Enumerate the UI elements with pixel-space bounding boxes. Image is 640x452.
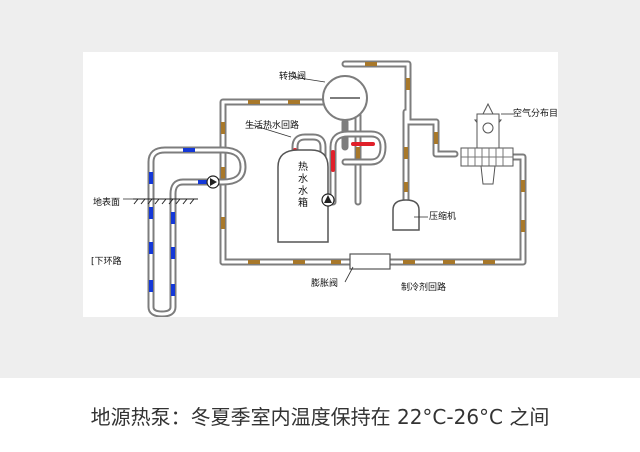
refrigerant-loop-label: 制冷剂回路 [401, 283, 447, 293]
ground-surface-line [133, 198, 198, 205]
schematic-svg [123, 60, 527, 317]
expansion-valve-label: 膨胀阀 [311, 279, 339, 289]
hot-water-loop-label: 生活热水回路 [245, 121, 300, 131]
hot-water-tank-label: 热水水箱 [298, 162, 308, 209]
ground-surface-label: 地表面 [93, 198, 121, 208]
figure-caption: 地源热泵：冬夏季室内温度保持在 22°C-26°C 之间 [90, 404, 550, 429]
ground-flow-marks [149, 148, 210, 296]
hot-water-tank [277, 149, 329, 243]
ground-pump-icon [206, 175, 220, 189]
reversing-valve-label: 转换阀 [279, 72, 307, 82]
figure-panel: 转换阀 生活热水回路 空气分布目 地表面 [下环路 热水水箱 压缩机 膨胀阀 制… [0, 0, 640, 378]
heat-pump-diagram: 转换阀 生活热水回路 空气分布目 地表面 [下环路 热水水箱 压缩机 膨胀阀 制… [83, 52, 558, 317]
underground-loop-label: [下环路 [91, 257, 122, 267]
air-outlet-label: 空气分布目 [513, 109, 559, 119]
ground-loop-pipe [147, 146, 247, 317]
label-leaders [123, 76, 515, 283]
compressor-label: 压缩机 [429, 212, 457, 222]
air-distribution-unit [460, 102, 514, 185]
reversing-valve [322, 75, 368, 121]
expansion-valve [349, 253, 391, 270]
compressor [392, 199, 420, 231]
hot-water-pump-icon [321, 193, 335, 207]
